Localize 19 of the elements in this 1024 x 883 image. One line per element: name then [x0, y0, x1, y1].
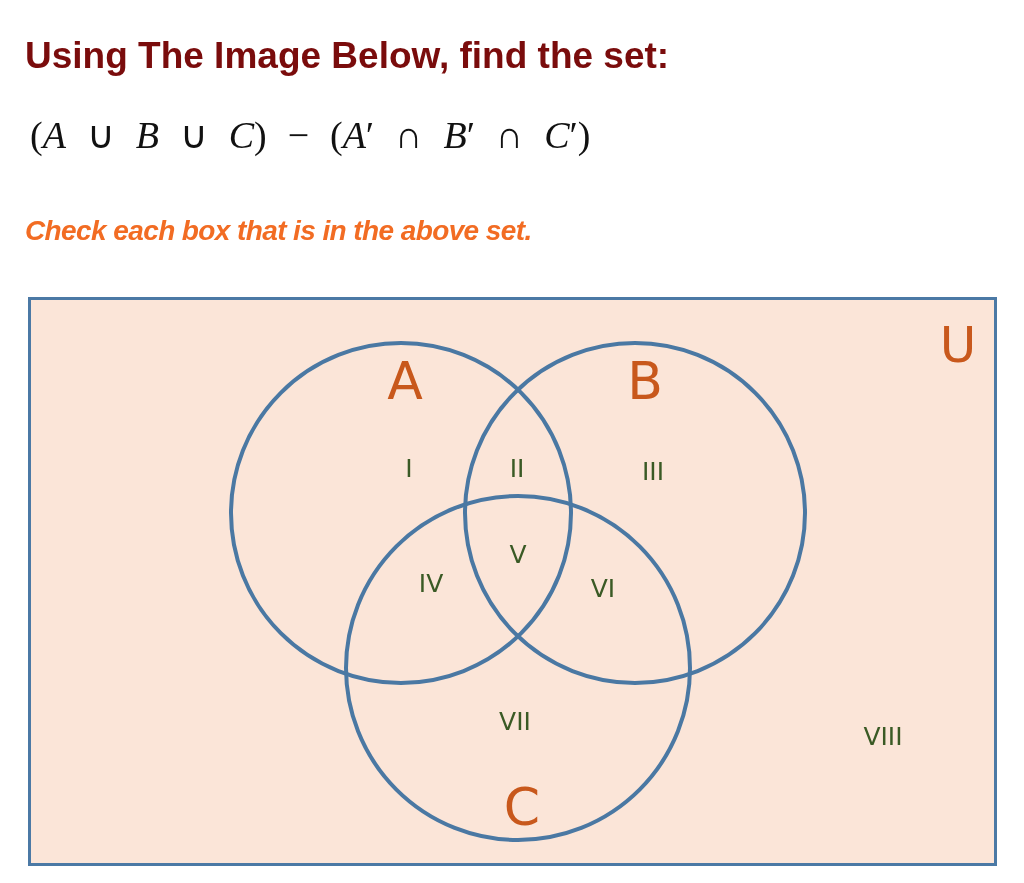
- set-circle: [344, 494, 692, 842]
- region-label: VII: [499, 708, 531, 734]
- region-label: III: [641, 458, 665, 484]
- region-label: II: [509, 455, 525, 481]
- region-label: VIII: [863, 723, 903, 749]
- set-label: A: [387, 355, 423, 407]
- set-circle: [229, 341, 573, 685]
- instruction-text: Check each box that is in the above set.: [25, 215, 532, 247]
- set-expression: (A ∪ B ∪ C) − (A′ ∩ B′ ∩ C′): [30, 115, 591, 157]
- set-label: B: [627, 355, 663, 407]
- set-label: U: [939, 320, 977, 370]
- set-circle: [463, 341, 807, 685]
- set-label: C: [503, 781, 541, 833]
- universe-rectangle: [28, 297, 997, 866]
- region-label: I: [405, 455, 413, 481]
- region-label: IV: [418, 570, 444, 596]
- title: Using The Image Below, find the set:: [25, 36, 670, 77]
- region-label: VI: [590, 575, 616, 601]
- region-label: V: [509, 541, 527, 567]
